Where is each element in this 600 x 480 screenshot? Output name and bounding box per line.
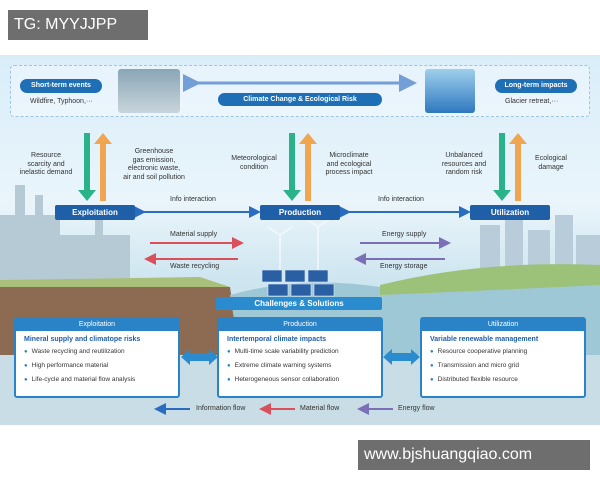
climate-change-title: Climate Change & Ecological Risk (218, 93, 382, 106)
material-supply-label: Material supply (170, 231, 218, 238)
climate-risk-panel (10, 65, 590, 117)
list-item: Multi-time scale variability prediction (227, 345, 381, 359)
card-production-subtitle: Intertemporal climate impacts (227, 336, 327, 343)
watermark-top: TG: MYYJJPP (8, 10, 148, 40)
wind-turbines (267, 218, 331, 270)
vertical-arrows (78, 133, 527, 201)
list-item: High performance material (24, 359, 178, 373)
stage-utilization: Utilization (470, 205, 550, 220)
card-exploitation-subtitle: Mineral supply and climatope risks (24, 336, 141, 343)
list-item: Heterogeneous sensor collaboration (227, 373, 381, 387)
greenhouse-text: Greenhouse gas emission, electronic wast… (123, 148, 185, 181)
stage-exploitation: Exploitation (55, 205, 135, 220)
card-utilization-subtitle: Variable renewable management (430, 336, 539, 343)
short-term-events-label: Short-term events (20, 79, 102, 93)
info-interaction-left: Info interaction (170, 196, 216, 203)
card-production: Production Intertemporal climate impacts… (217, 317, 383, 398)
solar-panels (261, 269, 335, 297)
waste-recycling-label: Waste recycling (170, 263, 220, 270)
list-item: Waste recycling and reutilization (24, 345, 178, 359)
glacier-image (425, 69, 475, 113)
legend-information-flow: Information flow (196, 405, 246, 412)
energy-storage-label: Energy storage (380, 263, 428, 270)
resource-scarcity-text: Resource scarcity and inelastic demand (19, 152, 73, 176)
wildfire-image (118, 69, 180, 113)
meteorological-text: Meteorological condition (231, 155, 277, 171)
stage-production: Production (260, 205, 340, 220)
card-utilization-title: Utilization (422, 319, 584, 331)
list-item: Distributed flexible resource (430, 373, 584, 387)
diagram-scene: Short-term events Wildfire, Typhoon,··· … (0, 55, 600, 425)
challenges-solutions-header: Challenges & Solutions (216, 297, 382, 310)
list-item: Extreme climate warning systems (227, 359, 381, 373)
long-term-impacts-label: Long-term impacts (495, 79, 577, 93)
list-item: Resource cooperative planning (430, 345, 584, 359)
card-production-title: Production (219, 319, 381, 331)
legend-energy-flow: Energy flow (398, 405, 435, 412)
card-exploitation: Exploitation Mineral supply and climatop… (14, 317, 180, 398)
short-term-examples: Wildfire, Typhoon,··· (30, 98, 93, 105)
watermark-bottom: www.bjshuangqiao.com (358, 440, 590, 470)
list-item: Life-cycle and material flow analysis (24, 373, 178, 387)
unbalanced-text: Unbalanced resources and random risk (441, 152, 487, 176)
card-exploitation-title: Exploitation (16, 319, 178, 331)
info-interaction-right: Info interaction (378, 196, 424, 203)
legend-material-flow: Material flow (300, 405, 340, 412)
ecological-damage-text: Ecological damage (535, 155, 567, 171)
energy-supply-label: Energy supply (382, 231, 427, 238)
list-item: Transmission and micro grid (430, 359, 584, 373)
card-utilization: Utilization Variable renewable managemen… (420, 317, 586, 398)
microclimate-text: Microclimate and ecological process impa… (325, 152, 373, 176)
long-term-examples: Glacier retreat,··· (505, 98, 559, 105)
